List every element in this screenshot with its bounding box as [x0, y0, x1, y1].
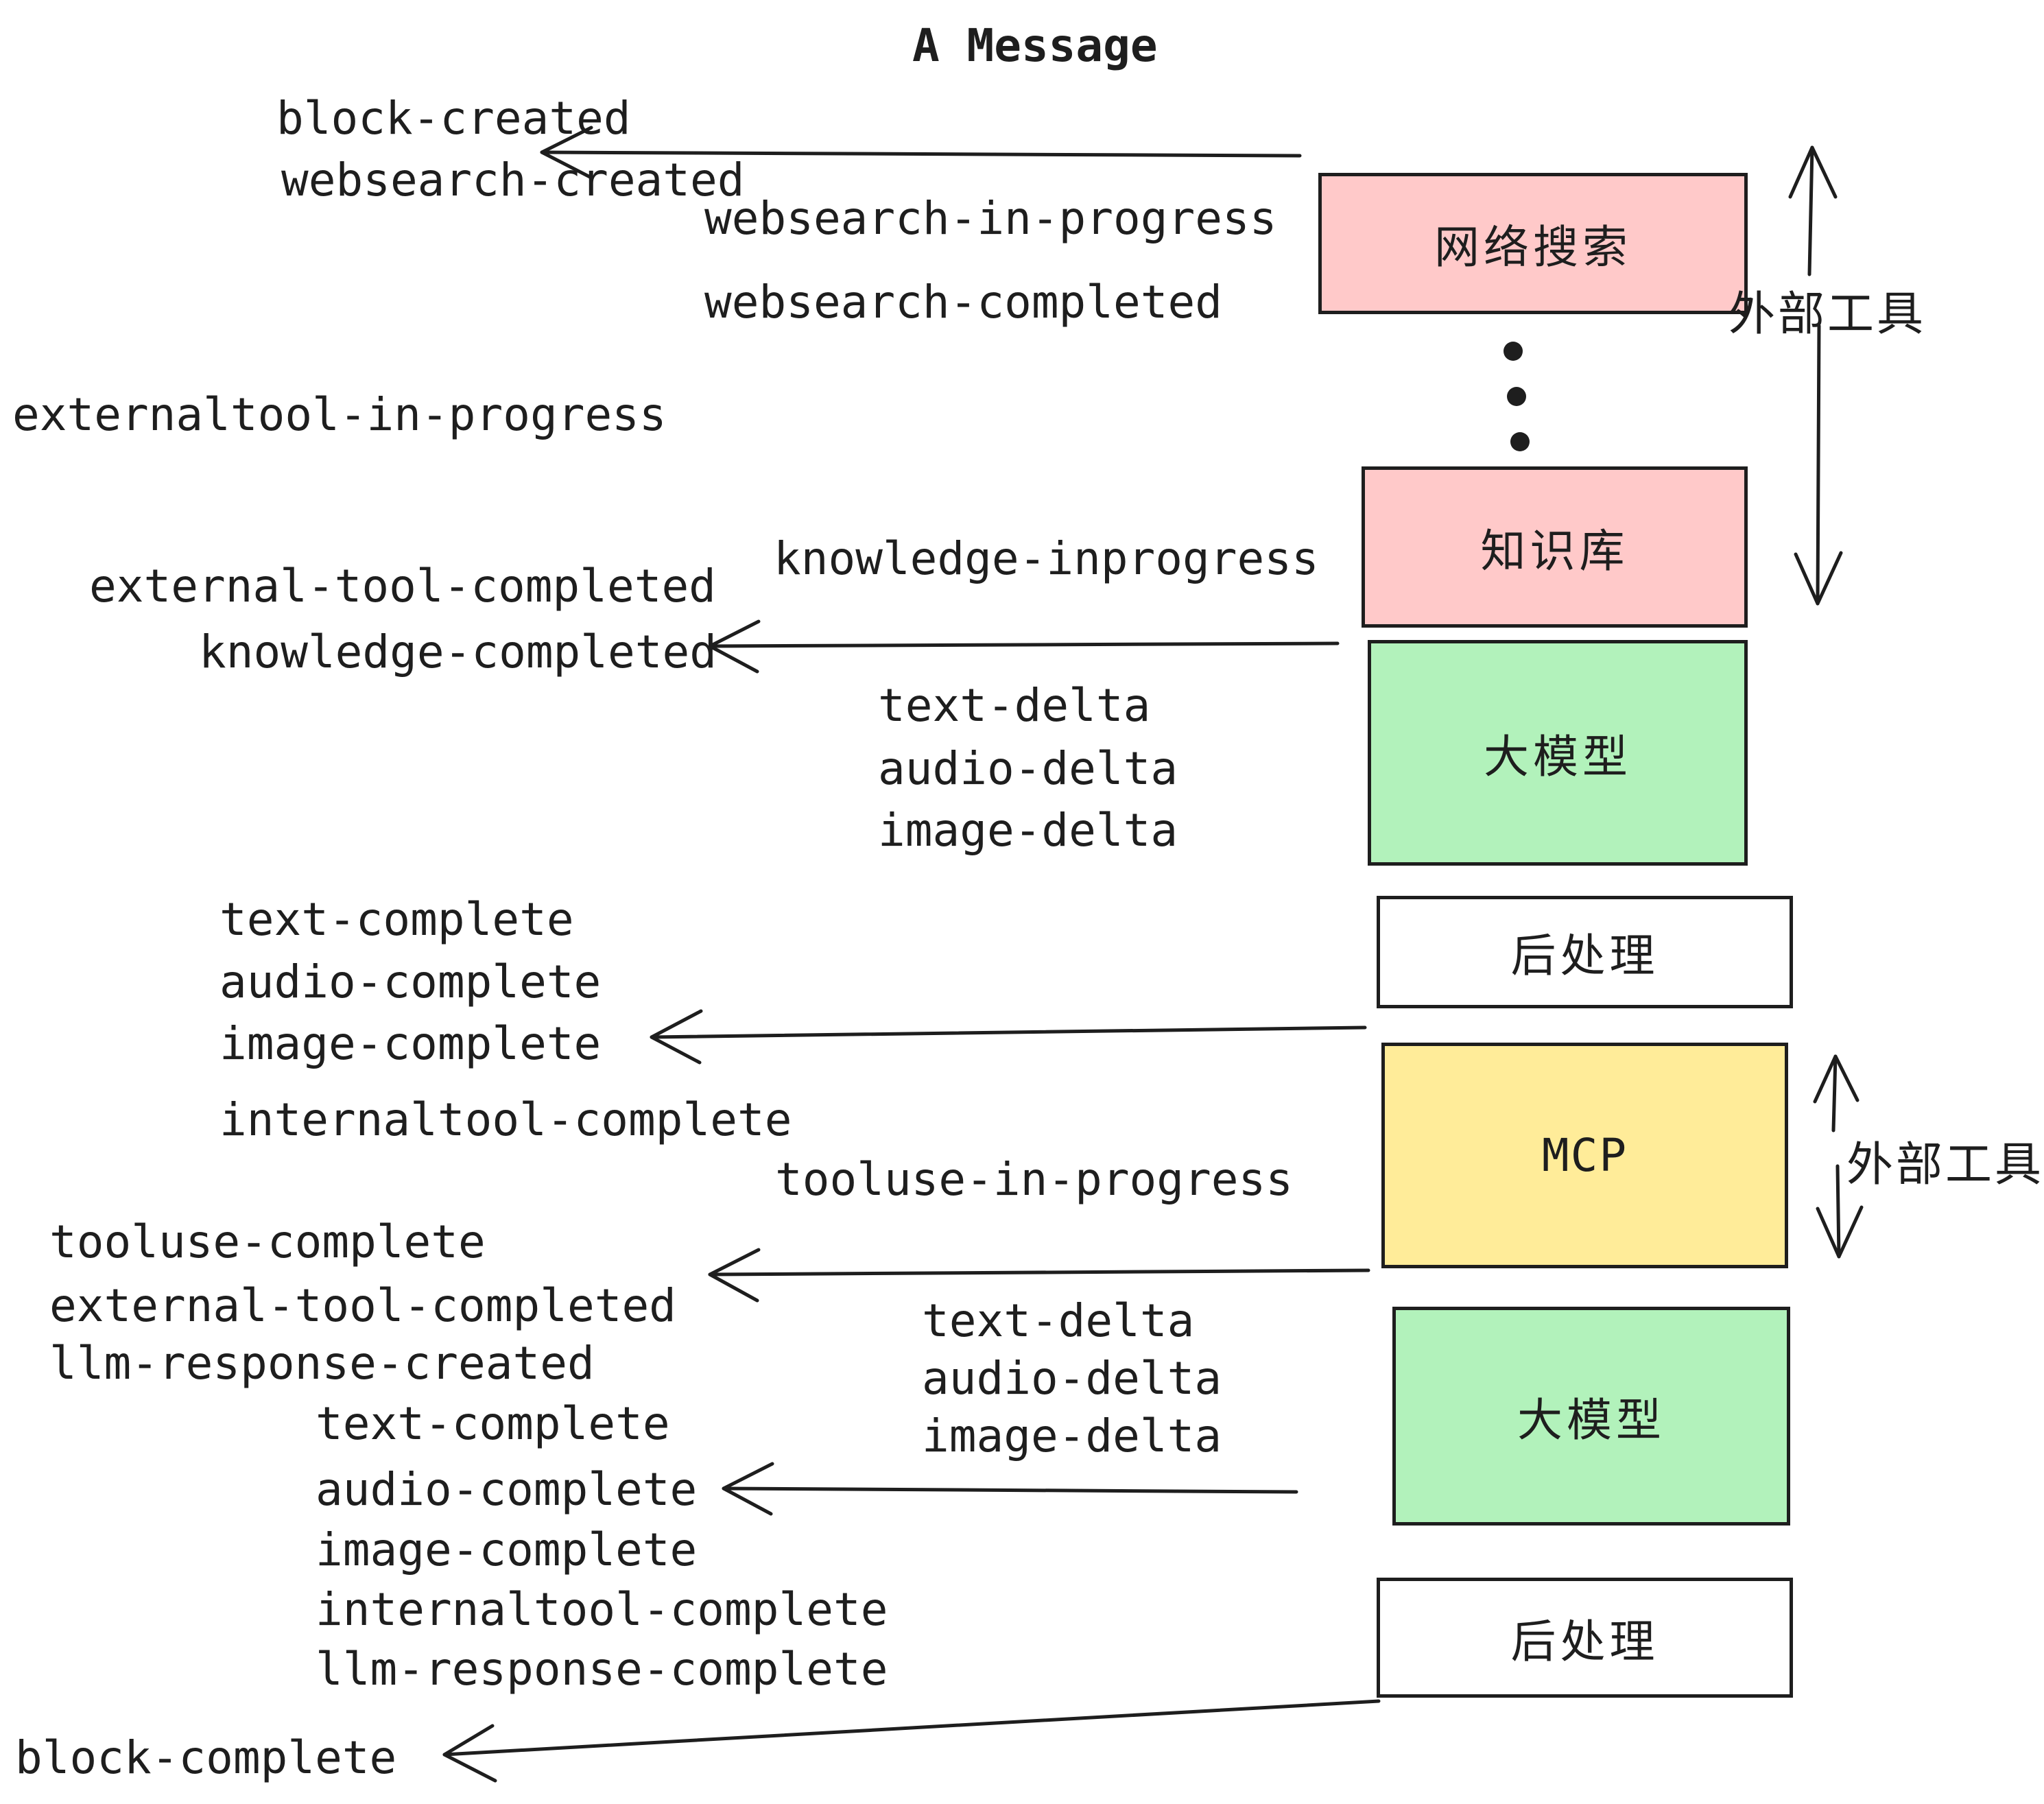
event-tooluse-complete: tooluse-complete [49, 1215, 486, 1268]
event-text-delta-2: text-delta [922, 1294, 1195, 1347]
arrow-to-tooluse-complete-icon [708, 1248, 1370, 1303]
event-block-complete: block-complete [15, 1731, 397, 1784]
box-postprocess-top-label: 后处理 [1510, 929, 1659, 982]
box-mcp: MCP [1381, 1043, 1788, 1268]
external-tools-top-down-arrow-icon [1794, 324, 1843, 606]
event-image-delta-1: image-delta [878, 804, 1178, 857]
event-image-complete-2: image-complete [316, 1523, 698, 1576]
event-text-complete-1: text-complete [219, 893, 574, 946]
event-knowledge-inprogress: knowledge-inprogress [774, 532, 1319, 585]
box-postprocess-bottom: 后处理 [1377, 1578, 1793, 1698]
annotation-external-tools-top: 外部工具 [1728, 287, 1927, 342]
annotation-external-tools-mcp: 外部工具 [1846, 1138, 2044, 1192]
box-llm-top: 大模型 [1368, 640, 1748, 866]
event-audio-delta-1: audio-delta [878, 742, 1178, 795]
arrow-to-websearch-created-icon [540, 126, 1302, 180]
event-llm-response-complete: llm-response-complete [316, 1643, 888, 1696]
box-llm-bottom-label: 大模型 [1517, 1393, 1665, 1447]
box-mcp-label: MCP [1541, 1129, 1628, 1182]
arrow-to-knowledge-completed-icon [708, 619, 1340, 674]
event-text-delta-1: text-delta [878, 679, 1151, 732]
event-audio-delta-2: audio-delta [922, 1352, 1222, 1405]
event-text-complete-2: text-complete [316, 1397, 670, 1450]
box-postprocess-bottom-label: 后处理 [1510, 1615, 1659, 1668]
event-knowledge-completed: knowledge-completed [199, 626, 717, 678]
event-image-delta-2: image-delta [922, 1410, 1222, 1462]
arrow-to-image-complete-icon [650, 1009, 1367, 1065]
event-block-created: block-created [276, 92, 631, 145]
box-postprocess-top: 后处理 [1377, 896, 1793, 1008]
event-llm-response-created: llm-response-created [49, 1337, 595, 1390]
event-websearch-created: websearch-created [281, 154, 745, 206]
arrow-to-audio-complete-icon [722, 1462, 1298, 1516]
event-audio-complete-1: audio-complete [219, 956, 602, 1008]
event-tooluse-in-progress: tooluse-in-progress [775, 1153, 1293, 1206]
event-internaltool-complete-1: internaltool-complete [219, 1093, 792, 1146]
event-websearch-completed: websearch-completed [704, 276, 1222, 329]
event-websearch-in-progress: websearch-in-progress [704, 192, 1277, 245]
event-internaltool-complete-2: internaltool-complete [316, 1583, 888, 1636]
event-externaltool-in-progress: externaltool-in-progress [12, 388, 667, 441]
arrow-to-block-complete-icon [442, 1699, 1381, 1783]
ellipsis-dots-icon [1504, 342, 1530, 451]
event-external-tool-completed-1: external-tool-completed [89, 560, 716, 613]
external-tools-top-up-arrow-icon [1788, 145, 1838, 276]
box-websearch-label: 网络搜索 [1434, 221, 1632, 274]
box-llm-top-label: 大模型 [1484, 730, 1632, 783]
event-image-complete-1: image-complete [219, 1017, 602, 1070]
page-title: A Message [912, 19, 1158, 72]
event-external-tool-completed-2: external-tool-completed [49, 1279, 676, 1332]
event-audio-complete-2: audio-complete [316, 1463, 698, 1516]
external-tools-mcp-up-arrow-icon [1813, 1054, 1859, 1132]
box-knowledge: 知识库 [1362, 466, 1748, 628]
box-llm-bottom: 大模型 [1392, 1307, 1790, 1526]
box-knowledge-label: 知识库 [1480, 524, 1629, 578]
external-tools-mcp-down-arrow-icon [1816, 1164, 1864, 1259]
box-websearch: 网络搜索 [1318, 173, 1748, 314]
